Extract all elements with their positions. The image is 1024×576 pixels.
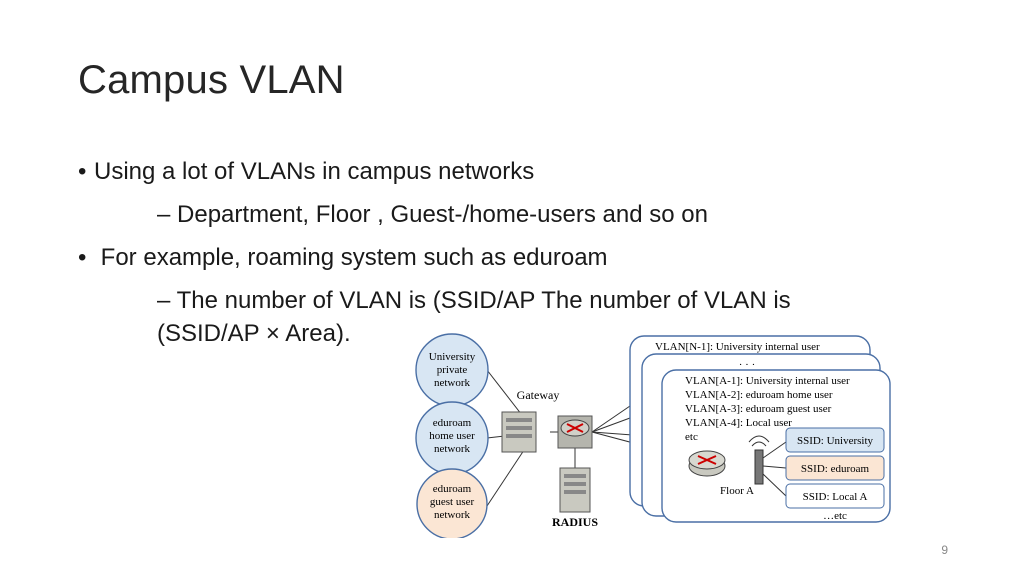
gateway-router-icon (557, 415, 593, 449)
bullet-marker: • (78, 158, 87, 185)
svg-text:SSID: eduroam: SSID: eduroam (801, 463, 870, 475)
svg-text:home user: home user (429, 430, 475, 442)
svg-text:University: University (429, 351, 476, 363)
sub-bullet-2-continuation: (SSID/AP × Area). (157, 320, 351, 347)
ssid-more: …etc (823, 510, 847, 522)
sub-bullet-text: The number of VLAN is (SSID/AP The numbe… (176, 287, 791, 314)
sub-bullet-2: – The number of VLAN is (SSID/AP The num… (157, 287, 791, 315)
svg-text:VLAN[A-2]: eduroam home user: VLAN[A-2]: eduroam home user (685, 389, 833, 401)
network-diagram: University private network eduroam home … (415, 333, 891, 538)
slide-title: Campus VLAN (78, 58, 345, 102)
svg-text:VLAN[A-3]: eduroam guest user: VLAN[A-3]: eduroam guest user (685, 403, 832, 415)
bullet-1: • Using a lot of VLANs in campus networks (78, 158, 534, 186)
svg-text:network: network (434, 509, 471, 521)
sub-bullet-text: Department, Floor , Guest-/home-users an… (177, 201, 708, 228)
svg-text:VLAN[A-4]: Local user: VLAN[A-4]: Local user (685, 417, 792, 429)
svg-text:private: private (437, 364, 468, 376)
bullet-2: • For example, roaming system such as ed… (78, 244, 608, 272)
bullet-text: For example, roaming system such as edur… (100, 244, 608, 271)
radius-label: RADIUS (552, 515, 598, 529)
network-university-private: University private network (415, 333, 489, 407)
ssid-university: SSID: University (785, 427, 885, 453)
svg-text:VLAN[A-1]: University internal: VLAN[A-1]: University internal user (685, 375, 850, 387)
ssid-local-a: SSID: Local A (785, 483, 885, 509)
ssid-eduroam: SSID: eduroam (785, 455, 885, 481)
gateway-label: Gateway (517, 388, 560, 402)
svg-text:SSID: University: SSID: University (797, 435, 874, 447)
svg-text:eduroam: eduroam (433, 483, 472, 495)
svg-text:guest user: guest user (430, 496, 475, 508)
radius-server-icon (559, 467, 591, 513)
network-eduroam-home: eduroam home user network (415, 401, 489, 475)
svg-text:SSID: Local A: SSID: Local A (803, 491, 868, 503)
page-number: 9 (941, 543, 948, 557)
floor-router-icon (688, 450, 726, 477)
svg-text:eduroam: eduroam (433, 417, 472, 429)
network-eduroam-guest: eduroam guest user network (416, 468, 488, 538)
vlan-ellipsis: · · · (739, 359, 756, 371)
ssid-lines (762, 441, 787, 497)
access-point-icon (748, 435, 770, 485)
svg-text:VLAN[N-1]: University internal: VLAN[N-1]: University internal user (655, 341, 820, 353)
bullet-marker: • (78, 244, 87, 271)
sub-bullet-1: – Department, Floor , Guest-/home-users … (157, 201, 708, 229)
svg-text:network: network (434, 377, 471, 389)
svg-text:network: network (434, 443, 471, 455)
floor-label: Floor A (720, 485, 754, 497)
sub-bullet-marker: – (157, 287, 171, 314)
gateway-server-icon (501, 411, 537, 453)
svg-text:etc: etc (685, 431, 698, 443)
sub-bullet-marker: – (157, 201, 171, 228)
bullet-text: Using a lot of VLANs in campus networks (94, 158, 535, 185)
